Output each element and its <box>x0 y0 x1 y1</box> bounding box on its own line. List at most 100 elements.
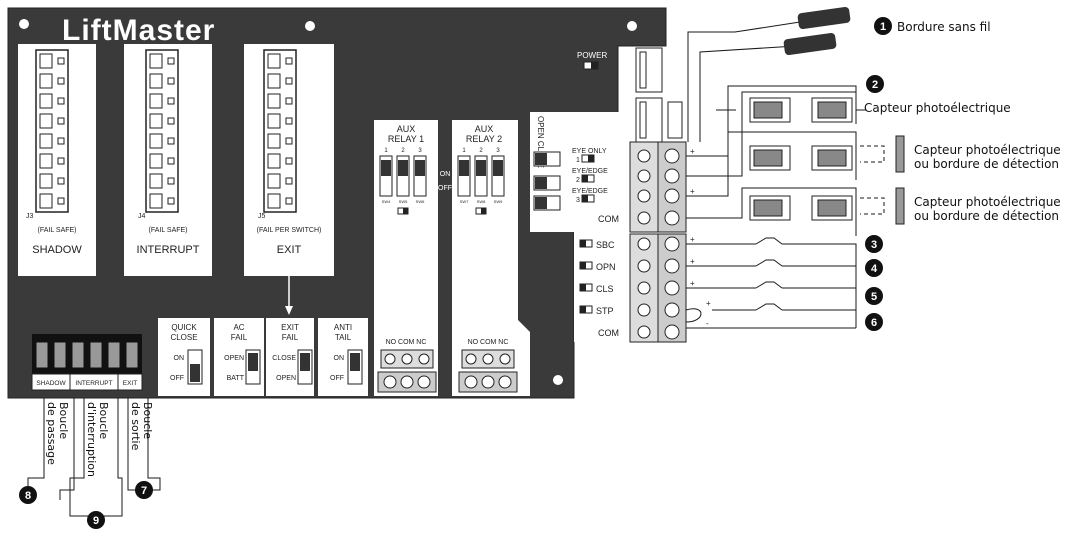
switch-ac-fail: AC FAIL OPEN BATT <box>214 318 264 396</box>
connector-label-j4: J4 <box>138 213 146 220</box>
svg-text:9: 9 <box>93 515 99 527</box>
svg-text:OPN: OPN <box>596 262 616 272</box>
svg-text:+: + <box>690 187 695 196</box>
switch-quick-close: QUICK CLOSE ON OFF <box>158 318 210 396</box>
main-board-label: MAIN BOARD <box>626 50 633 94</box>
svg-text:ON: ON <box>334 355 345 362</box>
svg-text:1: 1 <box>384 148 388 154</box>
aux-relay-1: AUX RELAY 1 1 2 3 SW4 SW5 SW6 NO COM NC <box>374 120 438 396</box>
svg-text:3: 3 <box>576 197 580 204</box>
svg-text:ON: ON <box>440 171 451 178</box>
svg-text:OPEN: OPEN <box>224 355 244 362</box>
svg-text:FAIL: FAIL <box>282 333 299 342</box>
svg-text:2: 2 <box>576 177 580 184</box>
svg-text:AUX: AUX <box>475 124 494 134</box>
svg-text:QUICK: QUICK <box>171 323 197 332</box>
svg-text:-: - <box>706 319 709 328</box>
power-label: POWER <box>577 51 607 60</box>
svg-text:6: 6 <box>871 317 877 329</box>
svg-text:Capteur photoélectrique: Capteur photoélectrique <box>864 101 1011 115</box>
fail-mode-exit: (FAIL PER SWITCH) <box>257 227 322 234</box>
svg-text:Boucle: Boucle <box>57 402 70 439</box>
svg-text:Capteur photoélectrique: Capteur photoélectrique <box>914 143 1061 157</box>
external-wiring <box>27 21 885 517</box>
svg-text:EYE ONLY: EYE ONLY <box>572 148 607 155</box>
callout-photo-or-edge-1: Capteur photoélectrique ou bordure de dé… <box>914 143 1061 171</box>
svg-text:Bordure sans fil: Bordure sans fil <box>897 20 991 34</box>
callout-inputs: 3 4 5 6 <box>865 235 883 331</box>
svg-text:SW7: SW7 <box>460 199 469 204</box>
svg-text:d'interruption: d'interruption <box>85 402 98 477</box>
switch-exit-fail: EXIT FAIL CLOSE OPEN <box>266 318 314 396</box>
svg-text:SW6: SW6 <box>416 199 425 204</box>
svg-text:OFF: OFF <box>170 375 184 382</box>
svg-text:AUX: AUX <box>397 124 416 134</box>
svg-text:COM: COM <box>598 214 619 224</box>
loop-panel-interrupt: J4 (FAIL SAFE) INTERRUPT <box>124 44 212 276</box>
svg-text:AC: AC <box>233 323 244 332</box>
switch-anti-tail: ANTI TAIL ON OFF <box>318 318 368 396</box>
svg-text:SW5: SW5 <box>399 199 408 204</box>
svg-text:RELAY 2: RELAY 2 <box>466 134 502 144</box>
loop-panel-shadow: J3 (FAIL SAFE) SHADOW <box>18 44 96 276</box>
svg-text:ou bordure de détection: ou bordure de détection <box>914 157 1059 171</box>
svg-text:SW4: SW4 <box>382 199 391 204</box>
svg-text:3: 3 <box>418 148 422 154</box>
svg-text:CLS: CLS <box>596 284 614 294</box>
svg-text:FAIL: FAIL <box>231 333 248 342</box>
svg-text:INTERRUPT: INTERRUPT <box>75 380 112 387</box>
svg-text:NO COM NC: NO COM NC <box>386 339 427 346</box>
svg-text:2: 2 <box>401 148 405 154</box>
svg-text:STP: STP <box>596 306 614 316</box>
eye-edge-panel: OPEN CLOSE EYE ONLY 1 EYE/EDGE 2 EYE/EDG… <box>530 112 628 232</box>
eye-edge-terminal-block <box>629 141 687 233</box>
svg-text:ON: ON <box>174 355 185 362</box>
svg-text:5: 5 <box>871 291 877 303</box>
svg-text:OPEN: OPEN <box>276 375 296 382</box>
svg-text:SBC: SBC <box>596 240 615 250</box>
svg-text:1: 1 <box>576 157 580 164</box>
svg-text:BATT: BATT <box>227 375 245 382</box>
brand-logo: LiftMaster <box>62 14 215 47</box>
svg-text:ou bordure de détection: ou bordure de détection <box>914 209 1059 223</box>
polarity-marks: + + + + + + - <box>690 147 711 328</box>
svg-text:3: 3 <box>871 239 877 251</box>
svg-text:7: 7 <box>141 485 147 497</box>
fail-mode-shadow: (FAIL SAFE) <box>37 227 76 234</box>
loop-panel-exit: J5 (FAIL PER SWITCH) EXIT <box>244 44 334 276</box>
svg-text:CLOSE: CLOSE <box>170 333 197 342</box>
connector-label-j5: J5 <box>258 213 266 220</box>
svg-text:EXIT: EXIT <box>123 380 137 387</box>
loop-detector-connector: SHADOW INTERRUPT EXIT <box>31 334 143 391</box>
svg-text:+: + <box>690 235 695 244</box>
svg-text:+: + <box>706 299 711 308</box>
callout-1-wireless-edge: 1 Bordure sans fil <box>874 17 991 35</box>
svg-text:EYE/EDGE: EYE/EDGE <box>572 188 608 195</box>
callout-2-photo-sensor: 2 Capteur photoélectrique <box>864 75 1011 115</box>
svg-text:CLOSE: CLOSE <box>272 355 296 362</box>
svg-text:RELAY 1: RELAY 1 <box>388 134 424 144</box>
input-terminal-block <box>629 233 687 343</box>
aux-relay-2: AUX RELAY 2 1 2 3 SW7 SW8 SW9 NO COM NC <box>452 120 530 396</box>
on-off-indicator: ON OFF <box>438 171 452 192</box>
svg-text:+: + <box>690 257 695 266</box>
svg-text:2: 2 <box>872 79 878 91</box>
open-close-label: OPEN CLOSE <box>536 116 545 168</box>
svg-text:+: + <box>690 279 695 288</box>
loop-name-exit: EXIT <box>277 244 302 256</box>
svg-text:ANTI: ANTI <box>334 323 352 332</box>
wireless-edge-devices <box>783 6 851 56</box>
svg-text:SW8: SW8 <box>477 199 486 204</box>
svg-text:Capteur photoélectrique: Capteur photoélectrique <box>914 195 1061 209</box>
callout-loop-nums: 8 9 7 <box>19 481 153 529</box>
svg-text:Boucle: Boucle <box>97 402 110 439</box>
svg-text:3: 3 <box>496 148 500 154</box>
svg-text:SW9: SW9 <box>494 199 503 204</box>
svg-text:EYE/EDGE: EYE/EDGE <box>572 168 608 175</box>
svg-text:2: 2 <box>479 148 483 154</box>
svg-text:SHADOW: SHADOW <box>36 380 66 387</box>
loop-name-shadow: SHADOW <box>32 244 82 256</box>
svg-text:EXIT: EXIT <box>281 323 299 332</box>
svg-text:COM: COM <box>598 328 619 338</box>
